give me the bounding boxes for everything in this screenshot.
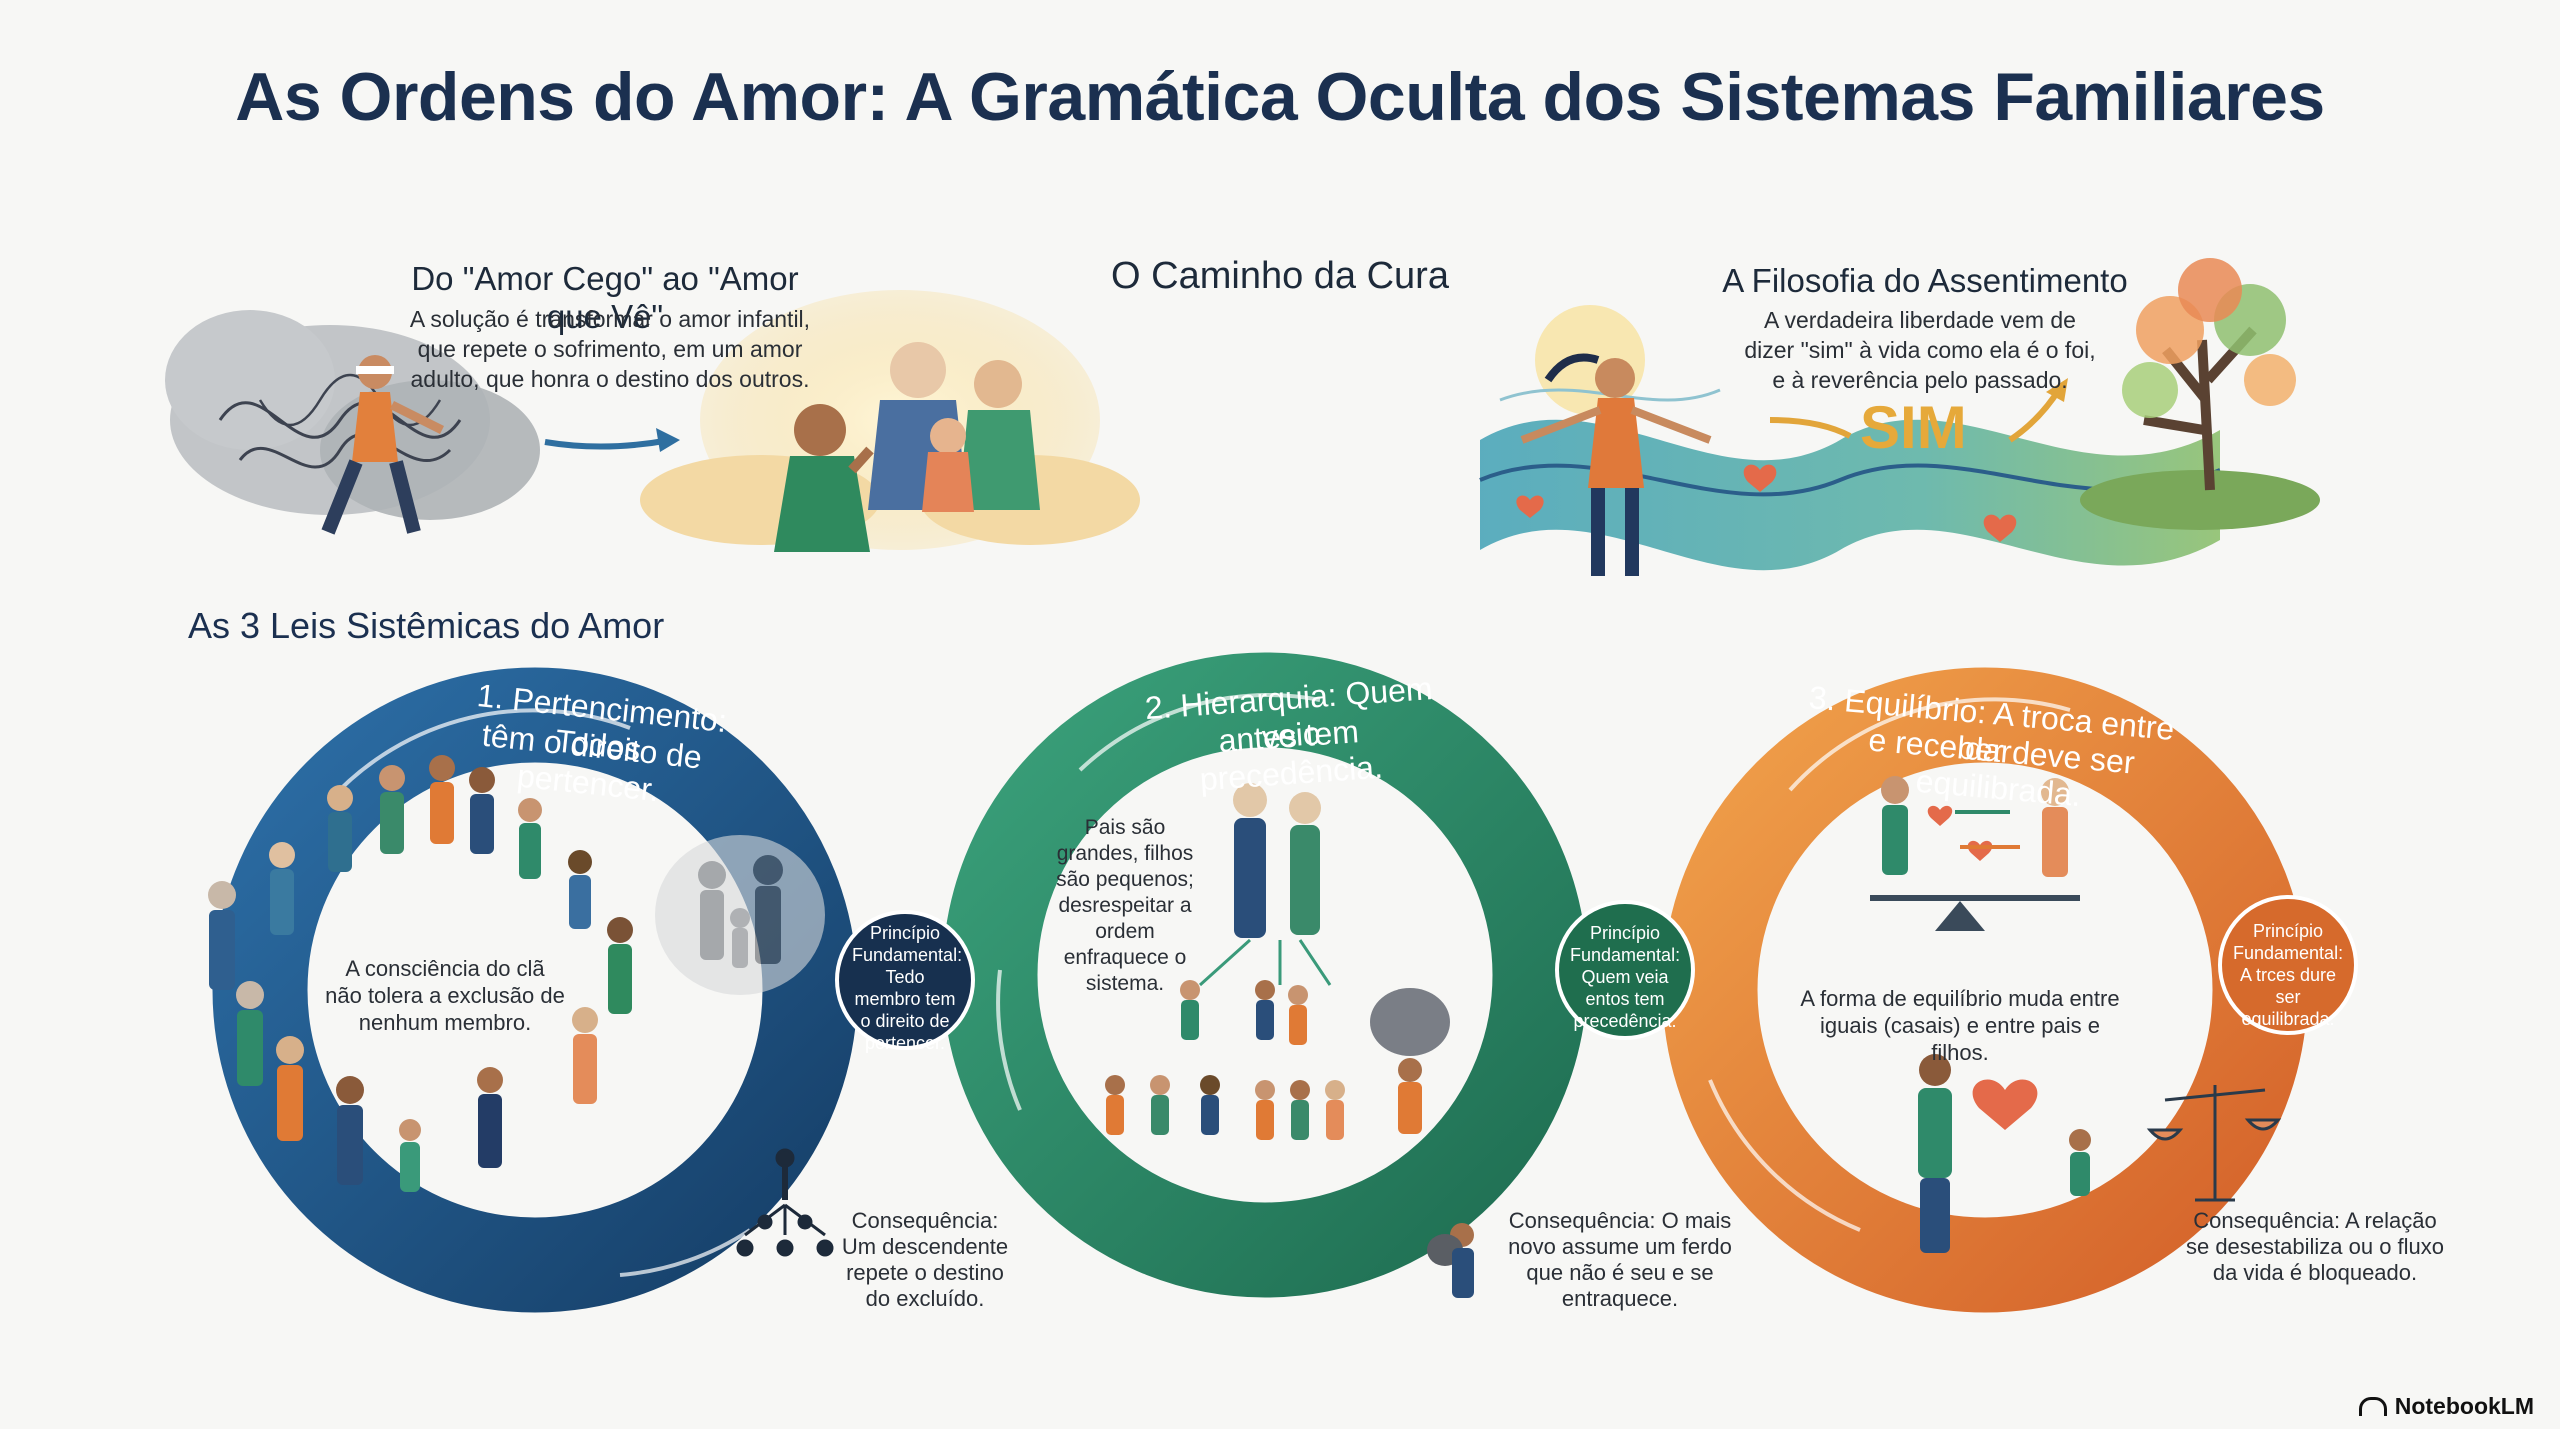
law-2-inner-text: Pais são grandes, filhos são pequenos; d… (1056, 816, 1194, 995)
lineage-tree-icon (736, 1148, 834, 1257)
balance-figures (1870, 776, 2282, 1253)
law-2-consequence: Consequência: O mais novo assume um ferd… (1508, 1208, 1732, 1311)
healing-path-heading: O Caminho da Cura (1111, 255, 1449, 297)
law-1-inner-text: A consciência do clã não tolera a exclus… (325, 956, 565, 1035)
law-3-principle: Princípio Fundamental: A trces dure ser … (2233, 921, 2344, 1029)
blind-love-scene (165, 310, 540, 535)
law-2-principle: Princípio Fundamental: Quem veia entos t… (1570, 923, 1681, 1031)
blind-love-text: A solução é transformar o amor infantil,… (409, 306, 811, 392)
family-circle-figures (208, 755, 633, 1192)
law-3-consequence: Consequência: A relação se desestabiliza… (2185, 1208, 2445, 1285)
laws-heading: As 3 Leis Sistêmicas do Amor (188, 605, 665, 646)
scale-icon (2146, 1085, 2282, 1202)
brand-logo: NotebookLM (2358, 1393, 2534, 1420)
principle-circle-3 (2218, 895, 2358, 1035)
assent-text: A verdadeira liberdade vem de dizer "sim… (1744, 307, 2096, 393)
blind-love-heading: Do "Amor Cego" ao "Amor que Vê" (411, 260, 799, 335)
ring-hierarquia (942, 652, 1588, 1298)
notebooklm-icon (2358, 1397, 2387, 1416)
law-1-principle: Princípio Fundamental: Tedo membro tem o… (852, 923, 963, 1053)
assent-heading: A Filosofia do Assentimento (1722, 262, 2128, 299)
page-title: As Ordens do Amor: A Gramática Oculta do… (235, 59, 2325, 135)
seeing-love-scene (640, 290, 1140, 552)
hierarchy-figures (1105, 783, 1474, 1298)
assent-scene (1479, 258, 2320, 576)
principle-circle-2 (1555, 900, 1695, 1040)
excluded-shadow-family (655, 835, 825, 995)
law-1-consequence: Consequência: Um descendente repete o de… (841, 1208, 1009, 1311)
brand-label: NotebookLM (2394, 1393, 2534, 1419)
sim-word: SIM (1860, 394, 1967, 461)
law-3-inner-text: A forma de equilíbrio muda entre iguais … (1800, 986, 2120, 1065)
principle-circle-1 (835, 910, 975, 1050)
transform-arrow-icon (544, 437, 671, 450)
